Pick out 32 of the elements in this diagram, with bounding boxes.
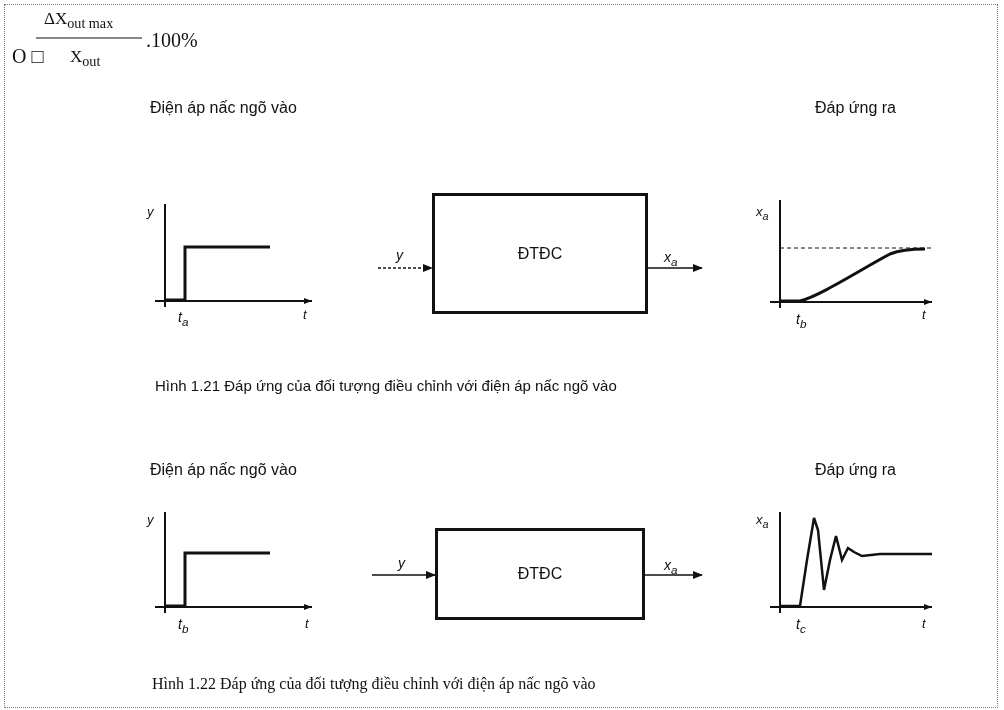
axis-label: t$_{c}$ <box>796 617 806 635</box>
formula-text: X$_{out}$ <box>70 48 101 69</box>
axis-label: y <box>147 205 154 218</box>
process-block: ĐTĐC <box>435 528 645 620</box>
edge-label: x$_{a}$ <box>664 558 678 576</box>
axis-label: t <box>922 617 926 630</box>
axis-label: x$_{a}$ <box>756 513 769 530</box>
axis-label: t$_{a}$ <box>178 310 189 328</box>
axis-label: t$_{b}$ <box>178 617 189 635</box>
edge-label: y <box>398 556 405 570</box>
axis-label: t$_{b}$ <box>796 312 807 330</box>
plot-heading: Điện áp nấc ngõ vào <box>150 462 297 478</box>
formula-text: ΔX$_{out max}$ <box>44 10 114 31</box>
formula-text: O □ <box>12 46 44 66</box>
plot-heading: Đáp ứng ra <box>815 100 896 116</box>
axis-label: t <box>303 308 307 321</box>
arrow <box>644 571 703 579</box>
arrow <box>647 264 703 272</box>
axis-label: t <box>922 308 926 321</box>
plot-heading: Đáp ứng ra <box>815 462 896 478</box>
axis-label: y <box>147 513 154 526</box>
axis-label: t <box>305 617 309 630</box>
figure-caption: Hình 1.21 Đáp ứng của đối tượng điều chỉnh với điện áp nấc ngõ vào <box>155 378 617 393</box>
formula-text: .100% <box>146 30 198 50</box>
arrow <box>371 571 436 579</box>
edge-label: x$_{a}$ <box>664 250 678 268</box>
figure-caption: Hình 1.22 Đáp ứng của đối tượng điều chỉnh với điện áp nấc ngõ vào <box>152 676 596 692</box>
axis-label: x$_{a}$ <box>756 205 769 222</box>
arrow <box>377 264 433 272</box>
edge-label: y <box>396 248 403 262</box>
process-block: ĐTĐC <box>432 193 648 314</box>
plot-heading: Điện áp nấc ngõ vào <box>150 100 297 116</box>
